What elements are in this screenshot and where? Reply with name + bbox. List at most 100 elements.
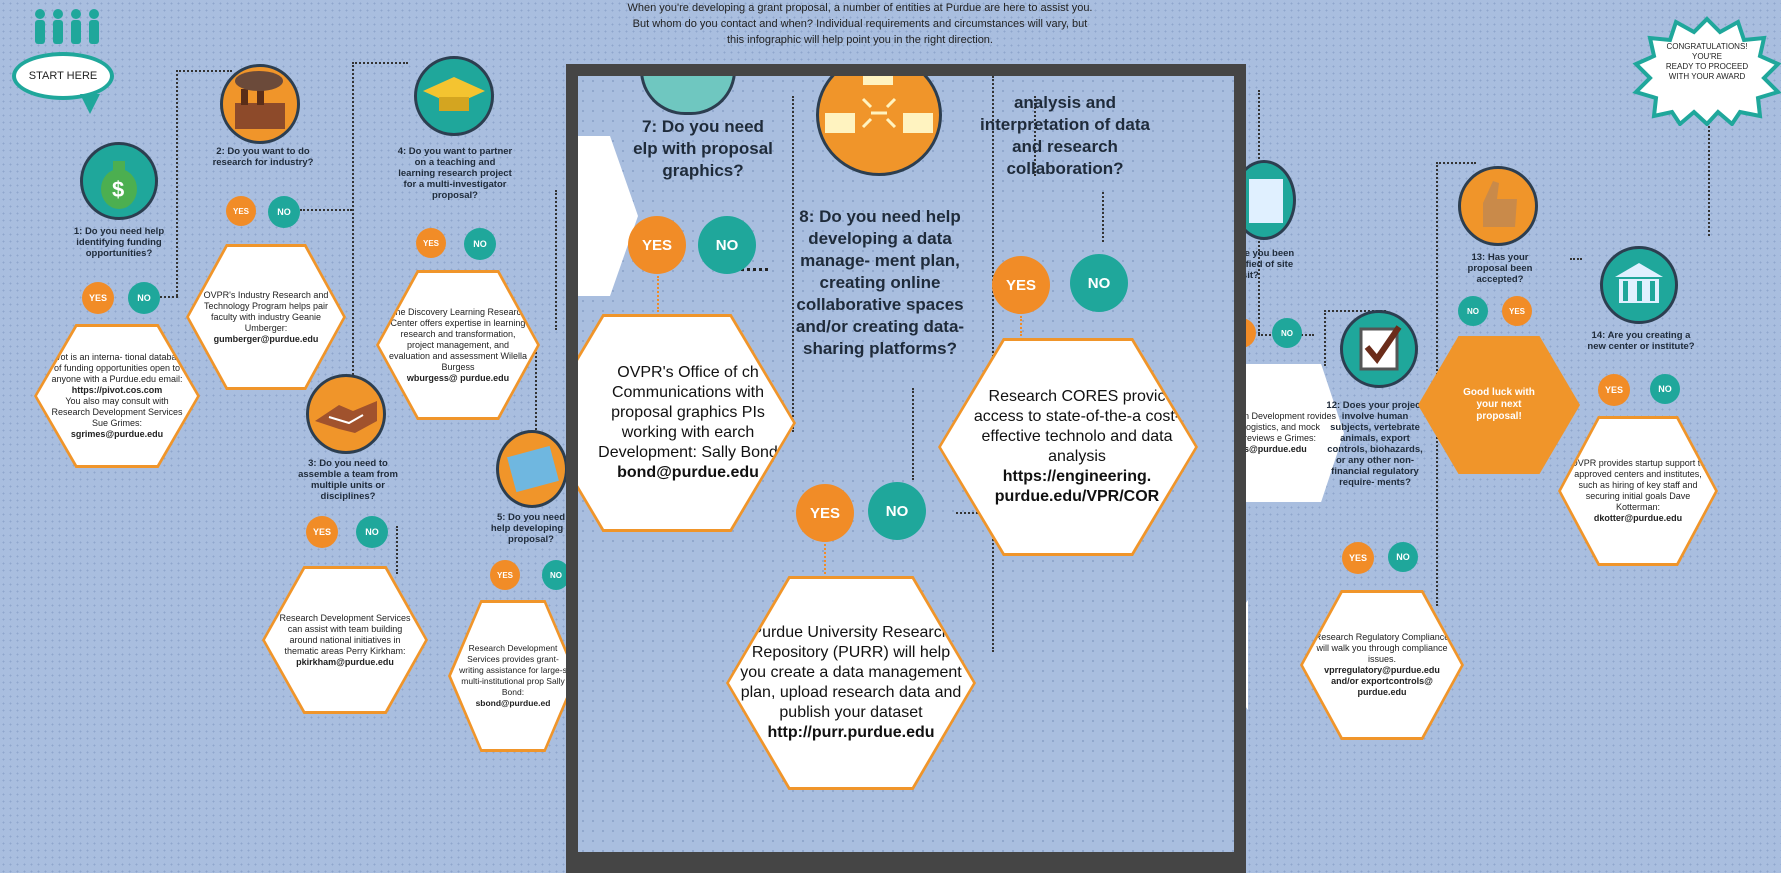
answer-8-hexagon: Purdue University Research Repository (P… (726, 576, 976, 790)
congrats-line: READY TO PROCEED (1665, 62, 1749, 71)
q3-no-button[interactable]: NO (356, 516, 388, 548)
q11-no-button[interactable]: NO (1272, 318, 1302, 348)
connector-line (1324, 310, 1386, 312)
q12-yes-button[interactable]: YES (1342, 542, 1374, 574)
sbond-email-link-large[interactable]: bond@purdue.edu (617, 464, 759, 481)
q4-yes-button[interactable]: YES (416, 228, 446, 258)
answer-13-text: Good luck with your next proposal! (1463, 387, 1535, 422)
intro-line: When you're developing a grant proposal,… (627, 2, 1093, 14)
answer-12-text: Research Regulatory Compliance will walk… (1314, 632, 1450, 664)
q9-yes-button[interactable]: YES (992, 256, 1050, 314)
pivot-link[interactable]: https://pivot.cos.com (71, 385, 163, 395)
start-here-bubble: START HERE (12, 52, 114, 100)
partial-icon (640, 76, 736, 115)
q12-no-button[interactable]: NO (1388, 542, 1418, 572)
answer-5-text: Research Development Services provides g… (459, 643, 567, 697)
connector-line (176, 70, 178, 296)
connector-line (352, 62, 408, 64)
sbond-email-link[interactable]: sbond@purdue.ed (475, 698, 551, 708)
compliance-email-link[interactable]: vprregulatory@purdue.edu and/or exportco… (1324, 665, 1440, 697)
svg-text:$: $ (112, 177, 124, 202)
intro-text: When you're developing a grant proposal,… (560, 0, 1160, 48)
answer-11-text: n Development rovides logistics, and moc… (1244, 411, 1337, 443)
connector-line (160, 296, 178, 298)
wburgess-email-link[interactable]: wburgess@ purdue.edu (406, 372, 510, 383)
answer-3-hexagon: Research Development Services can assist… (262, 566, 428, 714)
connector-line (1034, 96, 1036, 176)
people-icon (35, 9, 99, 44)
handshake-icon (306, 374, 386, 454)
q8-no-button[interactable]: NO (868, 482, 926, 540)
intro-line: this infographic will help point you in … (727, 34, 993, 46)
start-here-label: START HERE (28, 70, 98, 82)
question-11: ave you been otified of site visit? (1234, 248, 1295, 281)
answer-9-text: Research CORES provic access to state-of… (973, 388, 1181, 465)
connector-line (657, 276, 659, 312)
connector-line (792, 96, 794, 432)
q7-no-button[interactable]: NO (698, 216, 756, 274)
q3-yes-button[interactable]: YES (306, 516, 338, 548)
intro-line: But whom do you contact and when? Indivi… (632, 18, 1088, 30)
answer-12-hexagon: Research Regulatory Compliance will walk… (1300, 590, 1464, 740)
answer-14-text: OVPR provides startup support to approve… (1570, 458, 1706, 512)
thumbs-up-icon (1458, 166, 1538, 246)
answer-11-hexagon: n Development rovides logistics, and moc… (1240, 364, 1344, 502)
question-12: 12: Does your project involve human subj… (1326, 400, 1424, 488)
answer-13-hexagon: Good luck with your next proposal! (1418, 336, 1580, 474)
answer-9-hexagon: Research CORES provic access to state-of… (938, 338, 1198, 556)
factory-icon (220, 64, 300, 144)
q14-yes-button[interactable]: YES (1598, 374, 1630, 406)
pkirkham-email-link[interactable]: pkirkham@purdue.edu (296, 656, 394, 667)
purr-link[interactable]: http://purr.purdue.edu (767, 724, 935, 741)
connector-line (396, 526, 398, 574)
connector-line (555, 190, 557, 330)
q5-yes-button[interactable]: YES (490, 560, 520, 590)
q13-no-button[interactable]: NO (1458, 296, 1488, 326)
question-1: 1: Do you need help identifying funding … (73, 226, 165, 259)
q2-yes-button[interactable]: YES (226, 196, 256, 226)
q5-no-button[interactable]: NO (542, 560, 570, 590)
answer-7-text: OVPR's Office of ch Communications with … (598, 364, 778, 461)
answer-8-text: Purdue University Research Repository (P… (740, 624, 962, 721)
connector-line (535, 340, 537, 450)
answer-11-email-link[interactable]: s@purdue.edu (1244, 444, 1307, 454)
graduation-cap-icon (414, 56, 494, 136)
answer-2-text: OVPR's Industry Research and Technology … (203, 289, 329, 333)
question-13: 13: Has your proposal been accepted? (1467, 252, 1533, 285)
q2-no-button[interactable]: NO (268, 196, 300, 228)
question-4: 4: Do you want to partner on a teaching … (397, 146, 513, 201)
connector-line (956, 512, 994, 514)
answer-3-text: Research Development Services can assist… (279, 612, 411, 656)
connector-line (352, 62, 354, 382)
dkotter-email-link[interactable]: dkotter@purdue.edu (1593, 513, 1683, 523)
connector-line (912, 388, 914, 480)
question-9: analysis and interpretation of data and … (979, 93, 1150, 178)
answer-7-hexagon: OVPR's Office of ch Communications with … (578, 314, 796, 532)
connector-line (1324, 310, 1326, 366)
question-3: 3: Do you need to assemble a team from m… (298, 458, 398, 502)
connector-line (728, 268, 768, 271)
connector-line (1102, 192, 1104, 242)
answer-1-text-2: You also may consult with Research Devel… (51, 396, 183, 428)
sgrimes-email-link[interactable]: sgrimes@purdue.edu (70, 429, 164, 439)
q13-yes-button[interactable]: YES (1502, 296, 1532, 326)
cores-link[interactable]: https://engineering. purdue.edu/VPR/COR (994, 468, 1160, 505)
q14-no-button[interactable]: NO (1650, 374, 1680, 404)
question-7: 7: Do you need elp with proposal graphic… (633, 117, 773, 180)
book-icon (496, 430, 568, 508)
q4-no-button[interactable]: NO (464, 228, 496, 260)
q7-yes-button[interactable]: YES (628, 216, 686, 274)
connector-line (1570, 258, 1582, 260)
gumberger-email-link[interactable]: gumberger@purdue.edu (213, 333, 319, 344)
answer-1-hexagon: Pivot is an interna- tional database of … (34, 324, 200, 468)
congrats-line: CONGRATULATIONS! (1666, 42, 1748, 51)
q1-no-button[interactable]: NO (128, 282, 160, 314)
money-bag-icon: $ (80, 142, 158, 220)
answer-4-text: The Discovery Learning Research Center o… (388, 306, 528, 372)
q9-no-button[interactable]: NO (1070, 254, 1128, 312)
checkbox-icon (1340, 310, 1418, 388)
start-bubble-tail (80, 94, 100, 114)
q8-yes-button[interactable]: YES (796, 484, 854, 542)
q1-yes-button[interactable]: YES (82, 282, 114, 314)
connector-line (1708, 126, 1710, 236)
